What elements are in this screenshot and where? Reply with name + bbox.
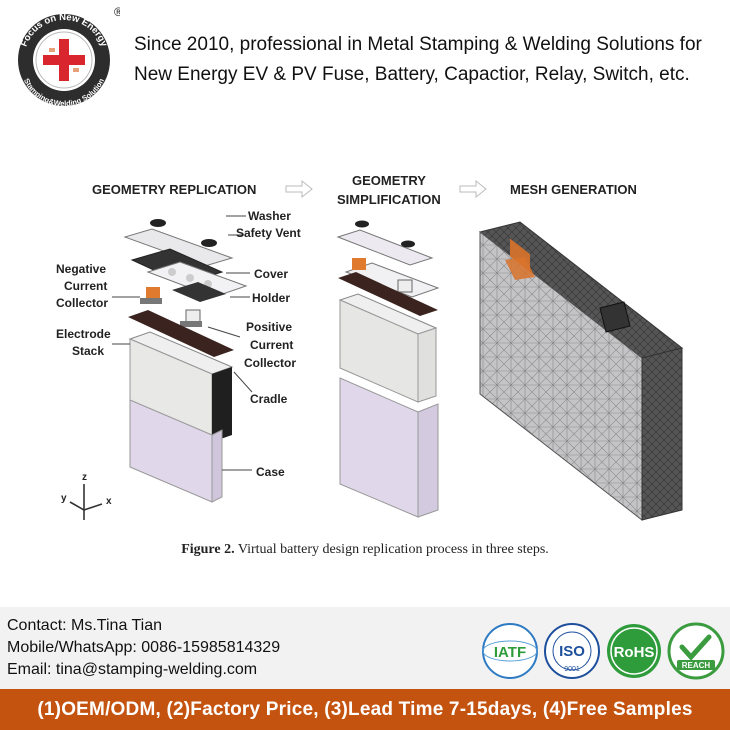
footer-banner: (1)OEM/ODM, (2)Factory Price, (3)Lead Ti… bbox=[0, 689, 730, 730]
step2-title-line2: SIMPLIFICATION bbox=[337, 192, 441, 207]
label-negative-3: Collector bbox=[56, 296, 108, 310]
axis-z: z bbox=[82, 472, 87, 483]
reach-badge-icon: REACH bbox=[667, 622, 725, 680]
contact-phone: Mobile/WhatsApp: 0086-15985814329 bbox=[7, 639, 281, 656]
label-holder: Holder bbox=[252, 291, 290, 305]
axis-y: y bbox=[61, 493, 67, 504]
label-electrode-1: Electrode bbox=[56, 327, 111, 341]
figure-caption: Figure 2. Virtual battery design replica… bbox=[181, 542, 549, 557]
iatf-badge-icon: IATF bbox=[482, 623, 538, 679]
svg-text:ISO: ISO bbox=[559, 643, 585, 660]
contact-name: Contact: Ms.Tina Tian bbox=[7, 617, 163, 634]
figure-area: GEOMETRY REPLICATION GEOMETRY SIMPLIFICA… bbox=[0, 112, 730, 607]
svg-text:REACH: REACH bbox=[682, 661, 711, 670]
label-positive-1: Positive bbox=[246, 320, 292, 334]
label-washer: Washer bbox=[248, 209, 291, 223]
registered-mark: ® bbox=[114, 5, 120, 19]
arrow-icon bbox=[285, 179, 313, 199]
label-negative-2: Current bbox=[64, 279, 107, 293]
contact-section: Contact: Ms.Tina Tian Mobile/WhatsApp: 0… bbox=[0, 607, 730, 689]
label-electrode-2: Stack bbox=[72, 344, 104, 358]
label-negative-1: Negative bbox=[56, 262, 106, 276]
label-case: Case bbox=[256, 465, 285, 479]
footer-text: (1)OEM/ODM, (2)Factory Price, (3)Lead Ti… bbox=[37, 699, 693, 720]
step3-title: MESH GENERATION bbox=[510, 182, 637, 197]
label-cover: Cover bbox=[254, 267, 288, 281]
label-positive-3: Collector bbox=[244, 356, 296, 370]
label-cradle: Cradle bbox=[250, 392, 288, 406]
step1-title: GEOMETRY REPLICATION bbox=[92, 182, 256, 197]
mesh-side-face bbox=[641, 347, 683, 521]
contact-email: Email: tina@stamping-welding.com bbox=[7, 661, 258, 678]
svg-text:RoHS: RoHS bbox=[614, 644, 655, 661]
certification-badges: IATF ISO 9001 RoHS REACH bbox=[482, 622, 725, 680]
battery-figure: GEOMETRY REPLICATION GEOMETRY SIMPLIFICA… bbox=[56, 173, 684, 557]
axis-triad bbox=[69, 484, 103, 520]
arrow-icon bbox=[459, 179, 487, 199]
axis-x: x bbox=[106, 496, 112, 507]
header: Focus on New Energy Stamping&Welding Sol… bbox=[0, 0, 730, 112]
iso-badge-icon: ISO 9001 bbox=[544, 623, 600, 679]
tagline-line2: New Energy EV & PV Fuse, Battery, Capact… bbox=[134, 64, 690, 85]
label-positive-2: Current bbox=[250, 338, 293, 352]
label-safety-vent: Safety Vent bbox=[236, 226, 301, 240]
company-logo: Focus on New Energy Stamping&Welding Sol… bbox=[18, 5, 120, 108]
svg-text:9001: 9001 bbox=[564, 666, 580, 673]
step2-title-line1: GEOMETRY bbox=[352, 173, 426, 188]
tagline: Since 2010, professional in Metal Stampi… bbox=[134, 30, 724, 90]
tagline-line1: Since 2010, professional in Metal Stampi… bbox=[134, 34, 702, 55]
rohs-badge-icon: RoHS bbox=[607, 624, 661, 678]
svg-text:IATF: IATF bbox=[494, 644, 526, 661]
